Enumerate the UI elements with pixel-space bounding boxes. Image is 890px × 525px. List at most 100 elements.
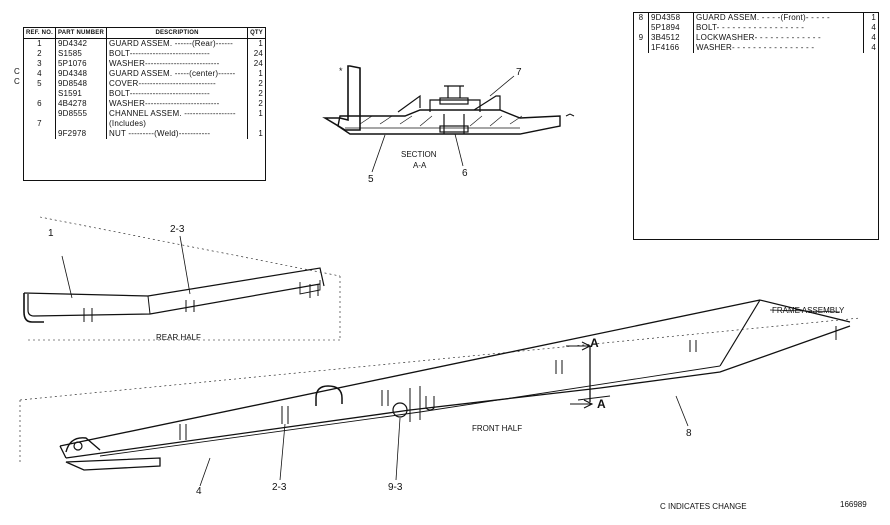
ref-cell: 6 (24, 99, 56, 109)
qty-cell: 1 (871, 13, 876, 22)
part-number-cell: 9D8548 (55, 79, 108, 89)
part-number-cell: 3B4512 (648, 33, 694, 43)
description-cell: COVER--------------------------- (106, 79, 249, 89)
callout-front-2-3: 2-3 (272, 482, 287, 493)
description-cell: CHANNEL ASSEM. ------------------ (106, 109, 249, 119)
rear-half-label: REAR HALF (156, 333, 201, 342)
section-subtitle: A-A (413, 161, 427, 170)
description-cell: GUARD ASSEM. -----(center)------ (106, 69, 249, 79)
callout-front-8: 8 (686, 428, 692, 439)
change-note: C INDICATES CHANGE (660, 502, 747, 511)
qty-cell: 4 (871, 33, 876, 42)
header-qty: QTY (247, 28, 265, 39)
qty-cell: 4 (871, 23, 876, 32)
part-number-cell: 5P1076 (55, 59, 108, 69)
callout-7: 7 (516, 67, 522, 78)
change-marks: C C (14, 67, 20, 87)
part-number-cell (55, 119, 108, 129)
description-cell: (Includes) (106, 119, 249, 129)
header-part-number: PART NUMBER (55, 28, 108, 39)
ref-cell (634, 43, 649, 53)
front-half-guard (19, 299, 861, 487)
change-mark: C (14, 77, 20, 86)
front-half-label: FRONT HALF (472, 424, 523, 433)
callout-6: 6 (462, 168, 468, 179)
ref-cell: 7 (24, 119, 56, 129)
callout-front-4: 4 (196, 486, 202, 497)
qty-cell: 24 (253, 49, 263, 58)
rear-half-guard (23, 216, 341, 341)
qty-cell: 1 (258, 69, 263, 78)
part-number-cell: S1585 (55, 49, 108, 59)
ref-cell: 4 (24, 69, 56, 79)
ref-cell (24, 129, 56, 139)
qty-cell: 1 (258, 109, 263, 118)
description-cell: NUT ---------(Weld)----------- (106, 129, 249, 139)
part-number-cell: 9F2978 (55, 129, 108, 139)
ref-cell: 2 (24, 49, 56, 59)
description-cell: WASHER-------------------------- (106, 59, 249, 69)
part-number-cell: 1F4166 (648, 43, 694, 53)
header-ref: REF. NO. (24, 28, 56, 39)
part-number-cell: 9D4348 (55, 69, 108, 79)
callout-rear-2-3: 2-3 (170, 224, 185, 235)
ref-cell: 3 (24, 59, 56, 69)
section-arrow-a-bottom: A (597, 397, 606, 411)
section-leaders (371, 75, 515, 173)
part-number-cell: S1591 (55, 89, 108, 99)
description-cell: BOLT---------------------------- (106, 49, 249, 59)
section-a-a-detail (322, 65, 575, 135)
frame-assembly-label: FRAME ASSEMBLY (772, 306, 845, 315)
description-cell: WASHER-------------------------- (106, 99, 249, 109)
qty-cell: 24 (253, 59, 263, 68)
description-cell: LOCKWASHER- - - - - - - - - - - - - (693, 33, 864, 43)
description-cell: BOLT---------------------------- (106, 89, 249, 99)
ref-cell (24, 89, 56, 99)
description-cell: GUARD ASSEM. ------(Rear)------ (106, 38, 249, 49)
ref-cell: 9 (634, 33, 649, 43)
callout-5: 5 (368, 174, 374, 185)
part-number-cell: 9D8555 (55, 109, 108, 119)
header-description: DESCRIPTION (106, 28, 249, 39)
qty-cell: 4 (871, 43, 876, 52)
figure-number: 166989 (840, 500, 867, 509)
description-cell: BOLT- - - - - - - - - - - - - - - - - (693, 23, 864, 33)
qty-cell (248, 119, 265, 129)
part-number-cell: 9D4342 (55, 38, 108, 49)
part-number-cell: 5P1894 (648, 23, 694, 33)
ref-cell: 5 (24, 79, 56, 89)
table-header-row: REF. NO. PART NUMBER DESCRIPTION QTY (24, 28, 265, 39)
ref-cell (634, 23, 649, 33)
qty-cell: 2 (258, 89, 263, 98)
callout-front-9-3: 9-3 (388, 482, 403, 493)
section-arrow-a-top: A (590, 336, 599, 350)
qty-cell: 1 (258, 129, 263, 138)
part-number-cell: 9D4358 (648, 13, 694, 23)
callout-rear-1: 1 (48, 228, 54, 239)
qty-cell: 2 (258, 99, 263, 108)
description-cell: GUARD ASSEM. - - - -(Front)- - - - - (693, 13, 864, 23)
star-mark: * (339, 66, 343, 76)
qty-cell: 2 (258, 79, 263, 88)
part-number-cell: 4B4278 (55, 99, 108, 109)
table-row: 7 (Includes) (24, 119, 265, 129)
description-cell: WASHER- - - - - - - - - - - - - - - - (693, 43, 864, 53)
ref-cell (24, 109, 56, 119)
